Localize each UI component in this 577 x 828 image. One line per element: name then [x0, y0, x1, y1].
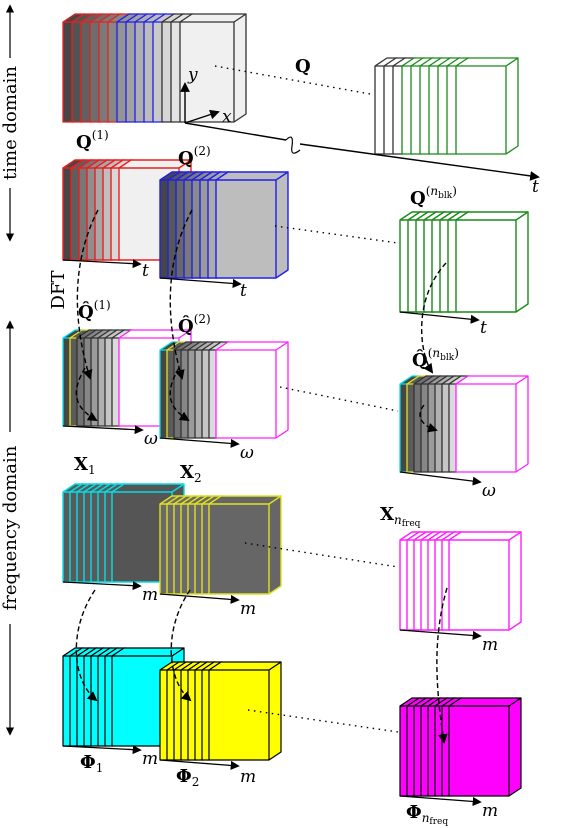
- stack-X2: [159, 495, 282, 604]
- axis-t-q2: t: [240, 281, 247, 301]
- frequency-domain-label: frequency domain: [0, 445, 21, 610]
- slab: [208, 661, 282, 761]
- axis-t-qn: t: [480, 318, 487, 338]
- axis-w-qh2: ω: [240, 443, 254, 463]
- axis-w-qh1: ω: [144, 429, 158, 449]
- axis-m-pn: m: [482, 801, 498, 821]
- label-Qhat1: Q̂(1): [78, 298, 111, 323]
- axis-m-p2: m: [240, 767, 256, 787]
- label-X2: X2: [180, 462, 202, 485]
- stack-Q-right: [374, 57, 519, 155]
- axis-t-q1: t: [142, 261, 149, 281]
- label-X1: X1: [74, 454, 96, 477]
- slab: [179, 13, 247, 123]
- stack-axis-labels: t t t ω ω ω m m m m m m: [142, 261, 498, 821]
- time-domain-indicator: time domain: [0, 4, 22, 242]
- label-Phi2: Φ2: [176, 766, 199, 789]
- label-Q1: Q(1): [76, 128, 109, 153]
- slab: [448, 697, 522, 797]
- matrix-labels: Q Q(1) Q(2) Q(nblk) DFT Q̂(1) Q̂(2) Q̂(n…: [48, 56, 459, 827]
- stack-axis: [159, 277, 242, 288]
- stack-axis: [399, 795, 482, 806]
- label-Phi1: Φ1: [80, 752, 103, 775]
- label-Qhat2: Q̂(2): [178, 312, 211, 337]
- axis-m-p1: m: [142, 749, 158, 769]
- slab: [215, 341, 289, 439]
- axis-w-qhn: ω: [482, 481, 496, 501]
- stack-axis: [62, 581, 142, 591]
- slab: [448, 531, 522, 631]
- stack-Q-big: [62, 13, 247, 123]
- slab: [208, 495, 282, 595]
- time-domain-label: time domain: [0, 66, 21, 180]
- stack-Q2: [159, 171, 289, 288]
- axis-m-x1: m: [142, 585, 158, 605]
- label-Qnblk: Q(nblk): [410, 184, 457, 209]
- slab: [215, 171, 289, 279]
- axis-m-x2: m: [240, 599, 256, 619]
- label-Phinfreq: Φnfreq: [406, 802, 448, 827]
- label-Q: Q: [295, 56, 311, 77]
- time-axis: y x t: [180, 65, 540, 197]
- slab: [455, 375, 529, 473]
- stack-Qhatn: [399, 375, 529, 486]
- stack-axis: [62, 745, 142, 755]
- stack-axis: [62, 259, 142, 269]
- stack-axis: [159, 759, 240, 770]
- label-Xnfreq: Xnfreq: [380, 504, 421, 529]
- stack-axis: [159, 437, 240, 448]
- dashed-arrows: [75, 209, 448, 744]
- stack-axis: [399, 629, 482, 640]
- stack-axis: [62, 425, 144, 435]
- stack-axis: [399, 311, 480, 324]
- stack-Qhat2: [159, 341, 289, 448]
- stack-Phi2: [159, 661, 282, 770]
- label-Qhatnblk: Q̂(nblk): [412, 346, 459, 371]
- label-dft: DFT: [48, 271, 69, 310]
- axis-label-x: x: [222, 107, 232, 127]
- frequency-domain-indicator: frequency domain: [0, 320, 22, 736]
- stack-Xn: [399, 531, 522, 640]
- axis-label-y: y: [187, 65, 198, 85]
- stack-Phin: [399, 697, 522, 806]
- slab: [455, 211, 529, 313]
- stack-axis: [399, 471, 482, 486]
- axis-label-t-main: t: [532, 177, 539, 197]
- slab: [455, 57, 519, 155]
- axis-m-xn: m: [482, 635, 498, 655]
- dotted-connectors: [214, 65, 399, 733]
- stacks-layer: [62, 13, 529, 806]
- stack-Qn: [399, 211, 529, 324]
- label-Q2: Q(2): [178, 144, 211, 169]
- stack-axis: [159, 593, 240, 604]
